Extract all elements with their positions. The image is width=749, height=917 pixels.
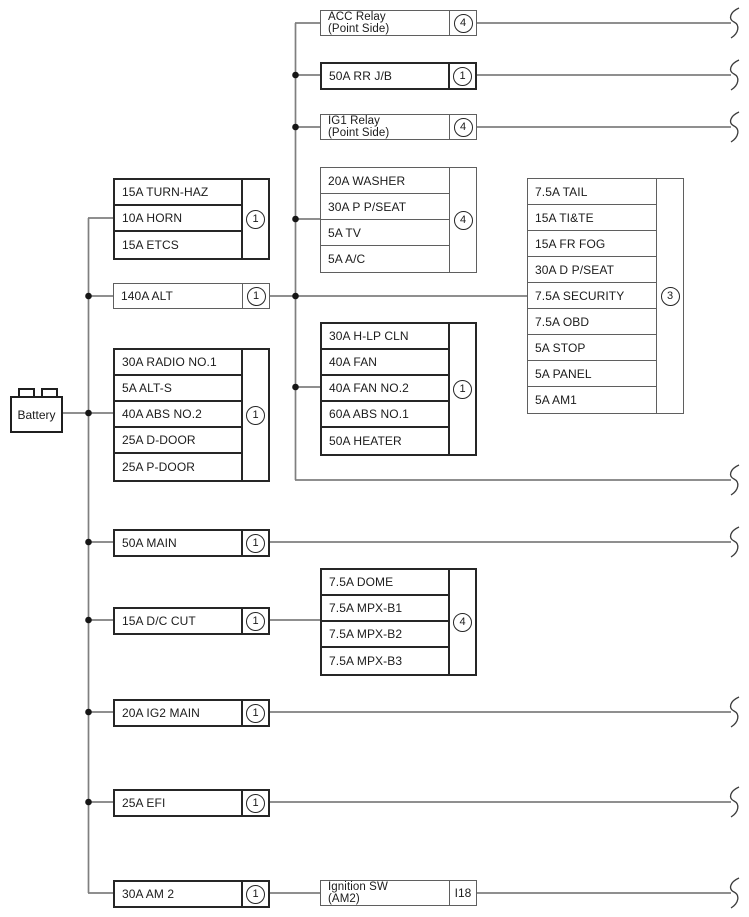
- ignition-switch-box: Ignition SW (AM2) I18: [320, 880, 477, 906]
- fuse-box-efi: 25A EFI 1: [113, 789, 270, 817]
- fuse-box-hlp-group: 30A H-LP CLN 40A FAN 40A FAN NO.2 60A AB…: [320, 322, 477, 456]
- fuse-row: 20A WASHER: [321, 168, 449, 194]
- fuse-row: 40A FAN NO.2: [322, 376, 448, 402]
- fuse-row: 25A EFI: [122, 796, 166, 810]
- junction-dot: [85, 798, 92, 806]
- fuse-box-radio-group: 30A RADIO NO.1 5A ALT-S 40A ABS NO.2 25A…: [113, 348, 270, 482]
- fuse-box-turnhaz-group: 15A TURN-HAZ 10A HORN 15A ETCS 1: [113, 178, 270, 260]
- junction-dot: [292, 215, 299, 223]
- fuse-row: 5A STOP: [528, 335, 656, 361]
- junction-dot: [85, 292, 92, 300]
- fuse-box-dccut: 15A D/C CUT 1: [113, 607, 270, 635]
- fuse-box-rrjb: 50A RR J/B 1: [320, 62, 477, 90]
- junction-dot: [85, 538, 92, 546]
- battery: Battery: [10, 396, 63, 433]
- fuse-row: 60A ABS NO.1: [322, 402, 448, 428]
- connector-tag: 3: [660, 286, 680, 306]
- fuse-row: 7.5A SECURITY: [528, 283, 656, 309]
- fuse-row: 50A HEATER: [329, 434, 402, 448]
- fuse-row: 20A IG2 MAIN: [122, 706, 200, 720]
- fuse-row: 10A HORN: [115, 206, 241, 232]
- connector-tag: 1: [453, 66, 472, 86]
- connector-tag: 1: [246, 286, 266, 306]
- connector-tag: 1: [246, 209, 265, 229]
- connector-tag: 1: [246, 611, 265, 631]
- fuse-row: 7.5A TAIL: [528, 179, 656, 205]
- junction-dot: [292, 292, 299, 300]
- line-break-icon: [729, 111, 740, 143]
- connector-tag: 4: [453, 210, 473, 230]
- connector-tag: 4: [453, 612, 472, 632]
- fuse-row: 140A ALT: [121, 289, 173, 303]
- connector-tag: 4: [453, 13, 473, 33]
- line-break-icon: [729, 464, 740, 496]
- connector-tag: 1: [246, 703, 265, 723]
- line-break-icon: [729, 59, 740, 91]
- fuse-row: 7.5A DOME: [322, 570, 448, 596]
- connector-tag: 1: [246, 884, 265, 904]
- fuse-row: 5A TV: [321, 220, 449, 246]
- fuse-row: 30A AM 2: [122, 887, 175, 901]
- fuse-row: 30A D P/SEAT: [528, 257, 656, 283]
- fuse-row: 7.5A MPX-B3: [329, 654, 403, 668]
- relay-label: IG1 Relay (Point Side): [328, 115, 390, 139]
- line-break-icon: [729, 877, 740, 909]
- fuse-box-dome-group: 7.5A DOME 7.5A MPX-B1 7.5A MPX-B2 7.5A M…: [320, 568, 477, 676]
- fuse-box-tail-group: 7.5A TAIL 15A TI&TE 15A FR FOG 30A D P/S…: [527, 178, 684, 414]
- fuse-row: 40A ABS NO.2: [115, 402, 241, 428]
- fuse-box-alt: 140A ALT 1: [113, 283, 270, 309]
- fuse-row: 15A TURN-HAZ: [115, 180, 241, 206]
- relay-box-ig1: IG1 Relay (Point Side) 4: [320, 114, 477, 140]
- connector-tag: 4: [453, 117, 473, 137]
- fuse-row: 25A D-DOOR: [115, 428, 241, 454]
- fuse-row: 5A ALT-S: [115, 376, 241, 402]
- line-break-icon: [729, 526, 740, 558]
- fuse-row: 5A A/C: [328, 252, 366, 266]
- line-break-icons: [729, 7, 740, 909]
- connector-tag: 1: [246, 405, 265, 425]
- junction-dot: [85, 409, 92, 417]
- connector-tag: I18: [454, 886, 472, 900]
- line-break-icon: [729, 696, 740, 728]
- connector-tag: 1: [246, 533, 265, 553]
- fuse-row: 30A RADIO NO.1: [115, 350, 241, 376]
- relay-label: ACC Relay (Point Side): [328, 11, 390, 35]
- fuse-row: 15A D/C CUT: [122, 614, 196, 628]
- fuse-row: 15A TI&TE: [528, 205, 656, 231]
- fuse-row: 7.5A MPX-B1: [322, 596, 448, 622]
- fuse-box-washer-group: 20A WASHER 30A P P/SEAT 5A TV 5A A/C 4: [320, 167, 477, 273]
- junction-dot: [292, 123, 299, 131]
- fuse-row: 30A H-LP CLN: [322, 324, 448, 350]
- fuse-box-main: 50A MAIN 1: [113, 529, 270, 557]
- fuse-row: 7.5A MPX-B2: [322, 622, 448, 648]
- junction-dot: [292, 71, 299, 79]
- junction-dot: [85, 616, 92, 624]
- fuse-row: 30A P P/SEAT: [321, 194, 449, 220]
- ignition-switch-label: Ignition SW (AM2): [328, 881, 388, 905]
- junction-dot: [85, 708, 92, 716]
- line-break-icon: [729, 7, 740, 39]
- fuse-row: 15A FR FOG: [528, 231, 656, 257]
- fuse-row: 7.5A OBD: [528, 309, 656, 335]
- junction-dots: [85, 71, 299, 806]
- line-break-icon: [729, 786, 740, 818]
- connector-tag: 1: [246, 793, 265, 813]
- fuse-box-ig2main: 20A IG2 MAIN 1: [113, 699, 270, 727]
- fuse-row: 50A MAIN: [122, 536, 177, 550]
- battery-label: Battery: [17, 407, 56, 422]
- relay-box-acc: ACC Relay (Point Side) 4: [320, 10, 477, 36]
- fuse-row: 15A ETCS: [122, 238, 179, 252]
- fuse-row: 50A RR J/B: [329, 69, 393, 83]
- connector-tag: 1: [453, 379, 472, 399]
- fuse-row: 40A FAN: [322, 350, 448, 376]
- junction-dot: [292, 383, 299, 391]
- fuse-row: 5A AM1: [535, 393, 577, 407]
- fuse-row: 5A PANEL: [528, 361, 656, 387]
- fuse-box-am2: 30A AM 2 1: [113, 880, 270, 908]
- fuse-row: 25A P-DOOR: [122, 460, 196, 474]
